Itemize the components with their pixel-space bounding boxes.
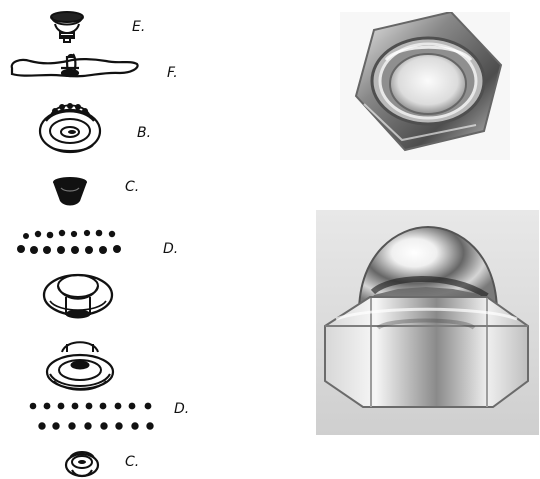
acorn-nut-photo <box>316 210 539 435</box>
part-c-top-drawing <box>53 177 87 206</box>
part-d-top-drawing <box>17 230 121 254</box>
hex-nut-image <box>340 12 510 160</box>
label-f: F. <box>167 66 178 80</box>
middle-cup-drawing <box>44 275 112 318</box>
part-e-drawing <box>51 12 83 42</box>
part-f-drawing <box>12 54 138 76</box>
part-c-bottom-drawing <box>66 452 98 476</box>
lower-cup-drawing <box>47 342 113 390</box>
label-d-bottom: D. <box>174 402 189 416</box>
label-c-bottom: C. <box>125 455 139 469</box>
part-d-bottom-drawing <box>30 403 154 430</box>
label-e: E. <box>132 20 145 34</box>
acorn-nut-image <box>316 210 539 435</box>
hex-nut-photo <box>340 12 510 160</box>
part-b-drawing <box>40 103 100 152</box>
label-c-top: C. <box>125 180 139 194</box>
label-d-top: D. <box>163 242 178 256</box>
label-b: B. <box>137 126 151 140</box>
